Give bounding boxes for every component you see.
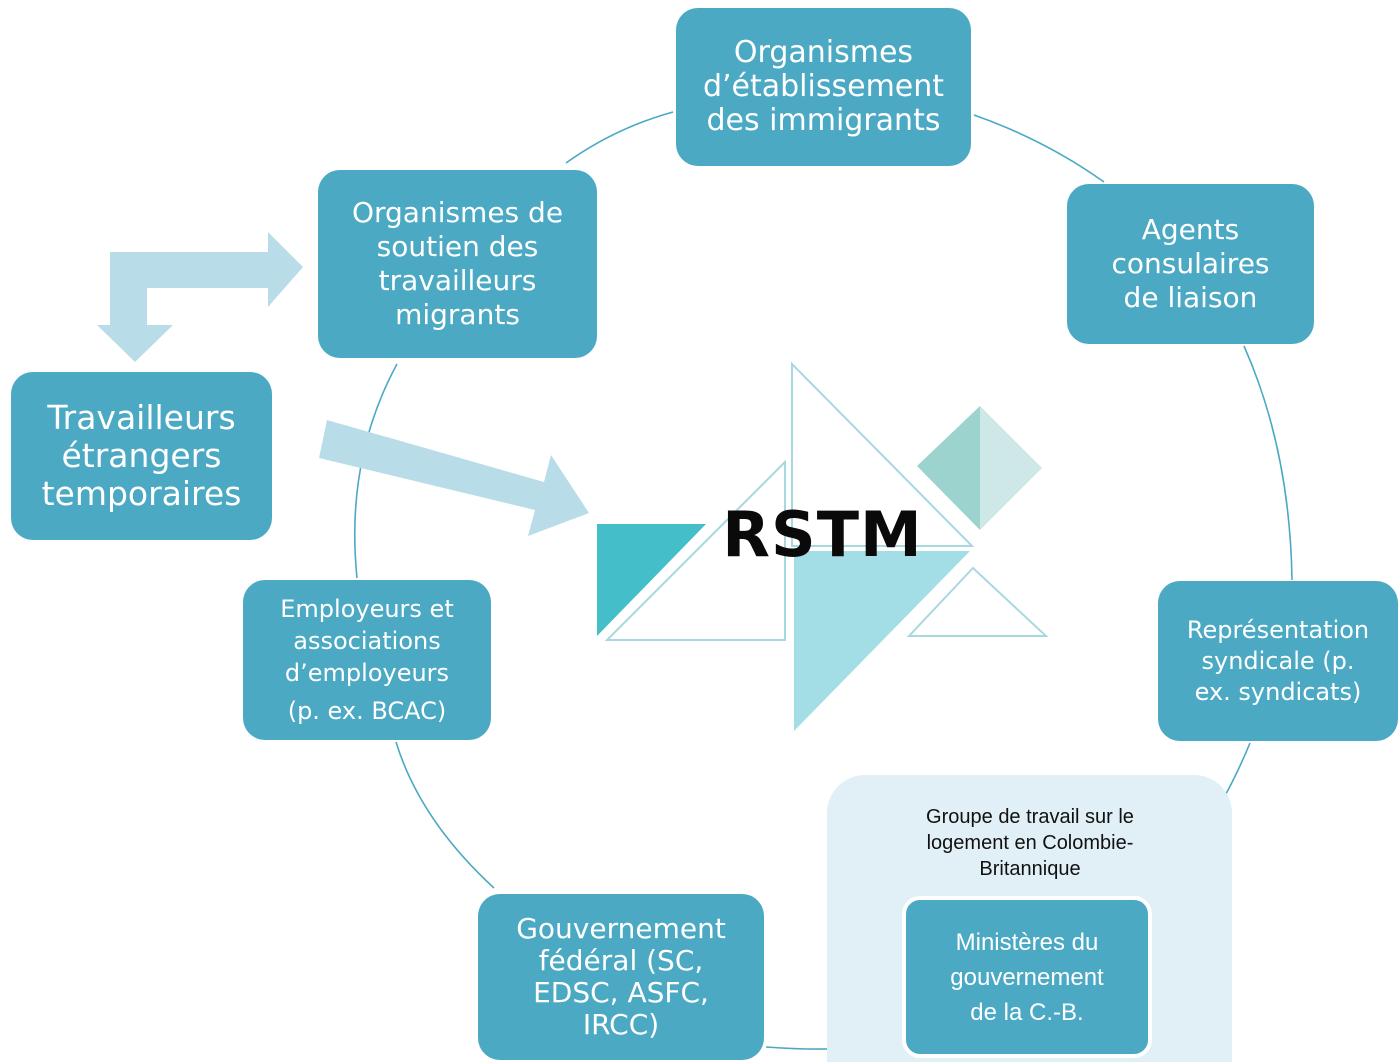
triangle-outline-right (906, 566, 1049, 637)
diamond-right (980, 406, 1042, 530)
node-temporary-foreign-workers: Travailleurs étrangers temporaires (11, 372, 272, 540)
node-employers: Employeurs et associations d’employeurs … (243, 580, 491, 740)
node-label: Employeurs et associations d’employeurs (280, 595, 454, 687)
connector-settlement-to-consular (973, 114, 1105, 183)
node-union-representation: Représentation syndicale (p. ex. syndica… (1158, 581, 1398, 741)
big-arrow-to-center (319, 420, 589, 536)
node-bc-ministries: Ministères du gouvernement de la C.-B. (902, 896, 1152, 1058)
node-label: Représentation syndicale (p. ex. syndica… (1186, 615, 1370, 706)
connector-consular-to-union (1243, 345, 1293, 581)
elbow-arrow (97, 232, 303, 362)
connector-federal-to-employers (395, 741, 495, 889)
triangle-outline-large (791, 361, 975, 547)
node-label: Agents consulaires de liaison (1111, 213, 1270, 314)
node-sublabel: (p. ex. BCAC) (287, 697, 447, 725)
triangle-light-filled (794, 551, 970, 731)
node-label: Organismes d’établissement des immigrant… (702, 35, 945, 138)
diamond-left (917, 406, 980, 530)
node-federal-government: Gouvernement fédéral (SC, EDSC, ASFC, IR… (478, 894, 764, 1060)
triangle-outline-small (604, 459, 786, 641)
center-graphic (597, 361, 1049, 731)
node-immigrant-settlement: Organismes d’établissement des immigrant… (676, 8, 971, 166)
triangle-teal (597, 524, 706, 636)
group-title: Groupe de travail sur le logement en Col… (926, 806, 1134, 880)
node-label: Organismes de soutien des travailleurs m… (351, 196, 564, 331)
node-migrant-support: Organismes de soutien des travailleurs m… (318, 170, 597, 358)
node-label: Gouvernement fédéral (SC, EDSC, ASFC, IR… (516, 912, 726, 1041)
center-label: RSTM (722, 498, 923, 571)
connector-migrant-to-settlement (565, 111, 674, 164)
node-consular-agents: Agents consulaires de liaison (1067, 184, 1314, 344)
node-label: Travailleurs étrangers temporaires (41, 398, 242, 513)
node-label: Ministères du gouvernement de la C.-B. (950, 928, 1104, 1026)
